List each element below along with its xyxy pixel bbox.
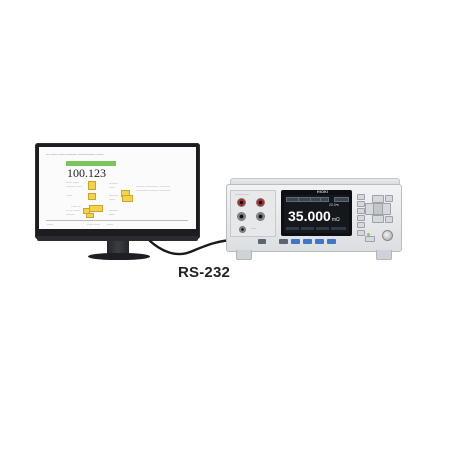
pc-monitor-stand-neck [107,241,129,254]
source-low-jack[interactable] [237,212,246,221]
brand-logo: HIOKI [317,190,329,194]
display-tab [334,197,349,202]
pc-monitor: — —— —— ——— ————— —— 100.123 —— —— ——— —… [35,143,200,239]
sense-high-jack[interactable] [256,198,265,207]
pc-monitor-chin [37,236,198,241]
side-key[interactable] [357,208,365,214]
temperature-reading: 20.0℃ [329,203,339,207]
function-key[interactable] [279,239,288,244]
pc-screen-row-text: ———— ——— ———— [136,188,171,192]
guard-jack[interactable] [239,226,246,233]
connection-label: RS-232 [178,264,231,281]
pc-screen-row-text: — — —— [66,208,80,212]
instrument-foot-left [236,250,252,260]
pc-screen-row-text: —— —— [87,222,100,226]
pc-screen-title-text: — —— —— ——— ————— —— [46,152,104,156]
pc-monitor-stand-foot [88,253,150,260]
pc-screen-indicator-box [88,193,96,200]
function-key-f1[interactable] [291,239,300,244]
terminal-label: —— [251,227,256,230]
pc-screen-row-text: ——— [66,212,75,216]
nav-right-button[interactable] [382,203,391,215]
nav-up-button[interactable] [372,195,384,203]
pc-screen-row-text: ——— —— [66,184,82,188]
pc-screen-progress-bar [66,161,116,166]
pc-screen: — —— —— ——— ————— —— 100.123 —— —— ——— —… [39,147,196,229]
pc-screen-row-text: —— — [71,204,81,208]
terminal-panel: — ——— — —— [230,190,276,237]
display-softkey-label [286,227,299,230]
side-key[interactable] [365,236,375,242]
pc-screen-indicator-box [86,213,94,218]
side-key[interactable] [357,201,365,207]
sense-low-jack[interactable] [256,212,265,221]
pc-screen-row-text: —— [109,185,115,189]
side-key[interactable] [357,194,365,200]
pc-screen-row-text: —— [109,212,115,216]
display-softkey-label [331,227,346,230]
pc-screen-main-value: 100.123 [67,166,106,180]
nav-corner-button[interactable] [385,216,393,223]
pc-screen-row-text: ——— ———— · ——— [136,184,170,188]
pc-screen-row-text: ——— [109,208,118,212]
pc-screen-indicator-box [122,195,133,202]
pc-screen-indicator-box [89,205,103,212]
function-key-f4[interactable] [327,239,336,244]
pc-screen-row-text: —— [107,222,113,226]
display-tab [320,197,329,202]
instrument-display-frame: HIOKI 20.0℃ 35.000mΩ [281,190,352,236]
measure-knob[interactable] [382,230,393,241]
pc-screen-divider [46,220,188,221]
pc-screen-row-text: —— —— [66,180,79,184]
instrument-top-cover [230,178,400,186]
side-key[interactable] [357,215,365,221]
resistance-reading: 35.000mΩ [288,208,340,224]
status-led [367,233,370,236]
terminal-label: — ——— — [235,193,249,196]
nav-corner-button[interactable] [385,195,393,202]
display-softkey-label [301,227,314,230]
instrument-display: 20.0℃ 35.000mΩ [284,195,349,233]
side-key[interactable] [357,230,365,236]
side-key[interactable] [357,222,365,228]
source-high-jack[interactable] [237,198,246,207]
power-key[interactable] [258,239,266,244]
pc-screen-row-text: —— [109,197,115,201]
pc-screen-row-text: —— [47,222,53,226]
function-key-f3[interactable] [315,239,324,244]
display-softkey-label [316,227,329,230]
function-key-f2[interactable] [303,239,312,244]
instrument-foot-right [376,250,392,260]
pc-screen-row-text: —— [66,193,72,197]
pc-screen-row-text: ——— [109,193,118,197]
pc-screen-row-text: ——— [109,181,118,185]
pc-screen-indicator-box [88,181,96,190]
nav-down-button[interactable] [372,215,384,223]
